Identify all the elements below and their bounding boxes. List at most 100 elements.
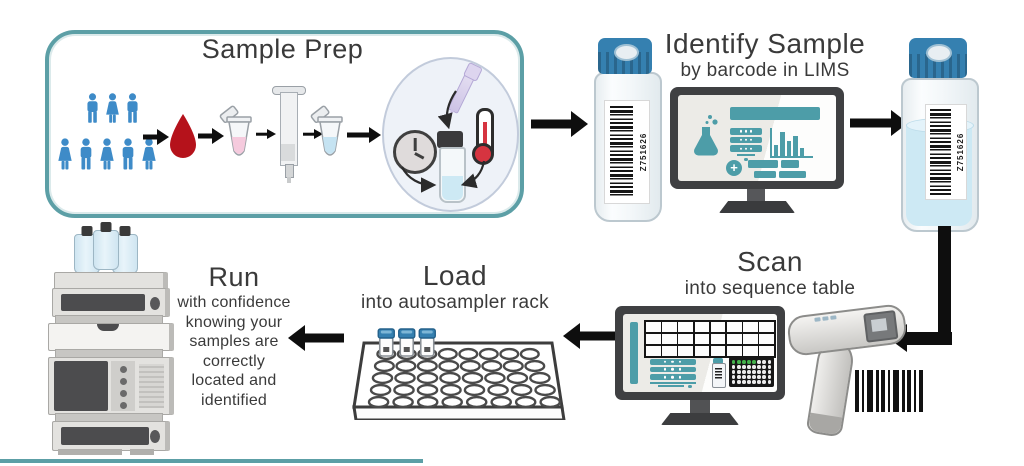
sequence-cell xyxy=(678,345,694,356)
rack-well xyxy=(478,347,499,361)
plate-well-dot xyxy=(742,370,746,374)
rack-well xyxy=(499,347,520,361)
loaded-vial-icon xyxy=(398,328,416,357)
chart-bar xyxy=(786,140,792,156)
identify-subtitle: by barcode in LIMS xyxy=(680,60,850,81)
rack-well xyxy=(369,383,392,397)
rack-well xyxy=(458,347,479,361)
woman-icon xyxy=(55,131,75,180)
rack-well xyxy=(371,371,394,385)
monitor-base xyxy=(719,201,795,213)
plate-well-dot xyxy=(737,375,741,379)
plate-well-dot xyxy=(732,380,736,384)
process-curved-arrows xyxy=(401,90,486,193)
scan-title: Scan xyxy=(737,246,803,277)
barcode-scanner xyxy=(786,294,918,438)
sequence-table xyxy=(644,320,776,358)
plate-well-dot xyxy=(747,370,751,374)
plate-well-dot xyxy=(747,375,751,379)
text-bar xyxy=(748,160,778,168)
rack-well xyxy=(461,371,484,385)
rack-well xyxy=(394,371,416,385)
sequence-cell xyxy=(646,322,661,333)
plate-well-dot xyxy=(767,370,771,374)
sequence-cell xyxy=(743,345,758,356)
rack-well xyxy=(484,371,506,385)
scan-heading: Scan into sequence table xyxy=(650,246,890,300)
rack-well xyxy=(438,359,460,373)
plate-well-dot xyxy=(732,365,736,369)
sequence-cell xyxy=(759,322,774,333)
rack-well xyxy=(416,359,438,373)
sequence-cell xyxy=(743,322,758,333)
plate-well-dot xyxy=(762,380,766,384)
sequence-cell xyxy=(694,333,710,345)
rack-well xyxy=(463,383,486,397)
side-bar xyxy=(630,322,638,384)
plate-well-dot xyxy=(762,360,766,364)
man-icon xyxy=(83,87,102,132)
rack-well xyxy=(539,395,561,409)
barcode-label: Z751626 xyxy=(604,100,650,204)
hplc-autosampler-module xyxy=(48,323,174,351)
plate-well-dot xyxy=(752,360,756,364)
plate-well-dot xyxy=(757,380,761,384)
flow-arrow-load-to-run xyxy=(288,324,344,352)
rack-well xyxy=(506,371,529,385)
rack-well xyxy=(367,395,390,409)
plate-well-dot xyxy=(732,375,736,379)
lims-monitor xyxy=(670,87,844,189)
vial-right: Z751626 xyxy=(901,38,979,232)
rack-well xyxy=(490,395,512,409)
load-heading: Load into autosampler rack xyxy=(345,260,565,314)
sequence-cell xyxy=(646,333,661,345)
flow-arrow-elbow-shaft xyxy=(906,332,952,345)
scanner-keypad xyxy=(814,315,837,322)
sequence-cell xyxy=(662,333,677,345)
plate-well-dot xyxy=(742,375,746,379)
rack-well xyxy=(524,359,546,373)
sequence-cell xyxy=(694,345,710,356)
hplc-detector-module xyxy=(52,421,170,451)
flow-arrow-scan-to-load xyxy=(563,322,625,350)
solvent-bottle xyxy=(93,230,119,270)
text-bar xyxy=(779,171,806,178)
plate-well-dot xyxy=(767,365,771,369)
flow-arrow-down-shaft xyxy=(938,226,951,338)
barcode-number: Z751626 xyxy=(639,132,648,172)
autosampler-rack xyxy=(352,328,566,420)
vial-cap xyxy=(909,38,967,78)
microtube-pink-icon xyxy=(219,105,252,156)
sequence-cell xyxy=(743,333,758,345)
chart-bar xyxy=(793,136,798,156)
hplc-base xyxy=(58,449,122,455)
scan-subtitle: into sequence table xyxy=(684,278,856,299)
run-heading: Run with confidence knowing your samples… xyxy=(163,262,305,410)
plate-well-dot xyxy=(762,375,766,379)
rack-well xyxy=(459,359,481,373)
sequence-screen xyxy=(623,314,777,392)
text-bar xyxy=(754,171,776,178)
woman-icon xyxy=(97,131,117,180)
lims-header-bar xyxy=(730,107,820,120)
rack-well xyxy=(393,383,415,397)
plate-well-dot xyxy=(767,360,771,364)
plate-well-dot xyxy=(747,365,751,369)
rack-well xyxy=(510,383,533,397)
plate-well-dot xyxy=(732,370,736,374)
rack-well xyxy=(373,359,395,373)
rack-well xyxy=(529,371,551,385)
plate-well-dot xyxy=(752,370,756,374)
sequence-cell xyxy=(710,322,726,333)
rack-well xyxy=(437,347,458,361)
thermometer-icon xyxy=(471,108,495,165)
sequence-monitor xyxy=(615,306,785,400)
chart-bar xyxy=(799,147,804,156)
prep-arrow-2 xyxy=(198,125,224,147)
rack-well xyxy=(441,395,463,409)
sample-prep-title: Sample Prep xyxy=(201,34,364,64)
plate-well-dot xyxy=(752,365,756,369)
prep-arrow-1 xyxy=(143,126,169,148)
vial-cap xyxy=(598,38,652,74)
